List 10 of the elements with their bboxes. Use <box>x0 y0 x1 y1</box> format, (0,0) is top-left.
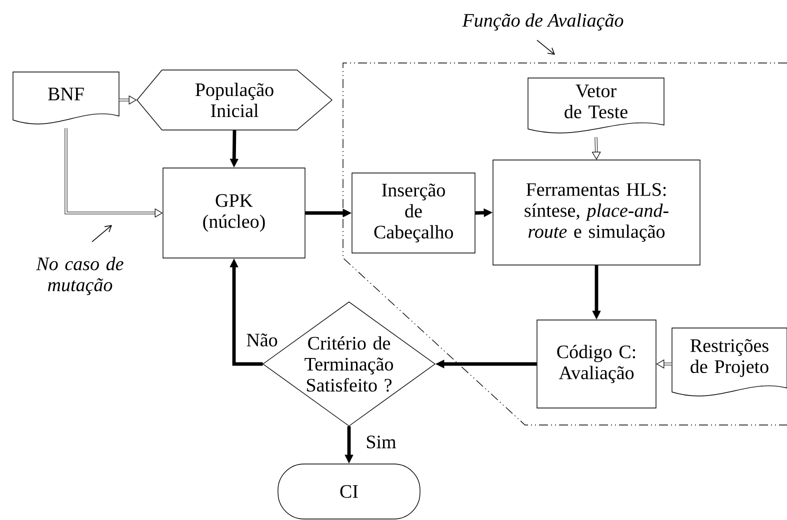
leader-line <box>536 40 555 55</box>
process-box: GPK (núcleo) <box>162 168 306 258</box>
annotation-text: Função de Avaliação <box>462 13 624 31</box>
leader-line <box>92 225 112 242</box>
edge-label: Sim <box>364 434 398 450</box>
process-box: Código C: Avaliação <box>536 320 656 408</box>
preparation-hexagon: População Inicial <box>136 70 333 130</box>
annotation-text: No caso de mutação <box>36 256 124 296</box>
process-box: Inserção de Cabeçalho <box>352 172 476 254</box>
process-box: Ferramentas HLS: síntese, place-and-route e simulação <box>492 160 700 266</box>
